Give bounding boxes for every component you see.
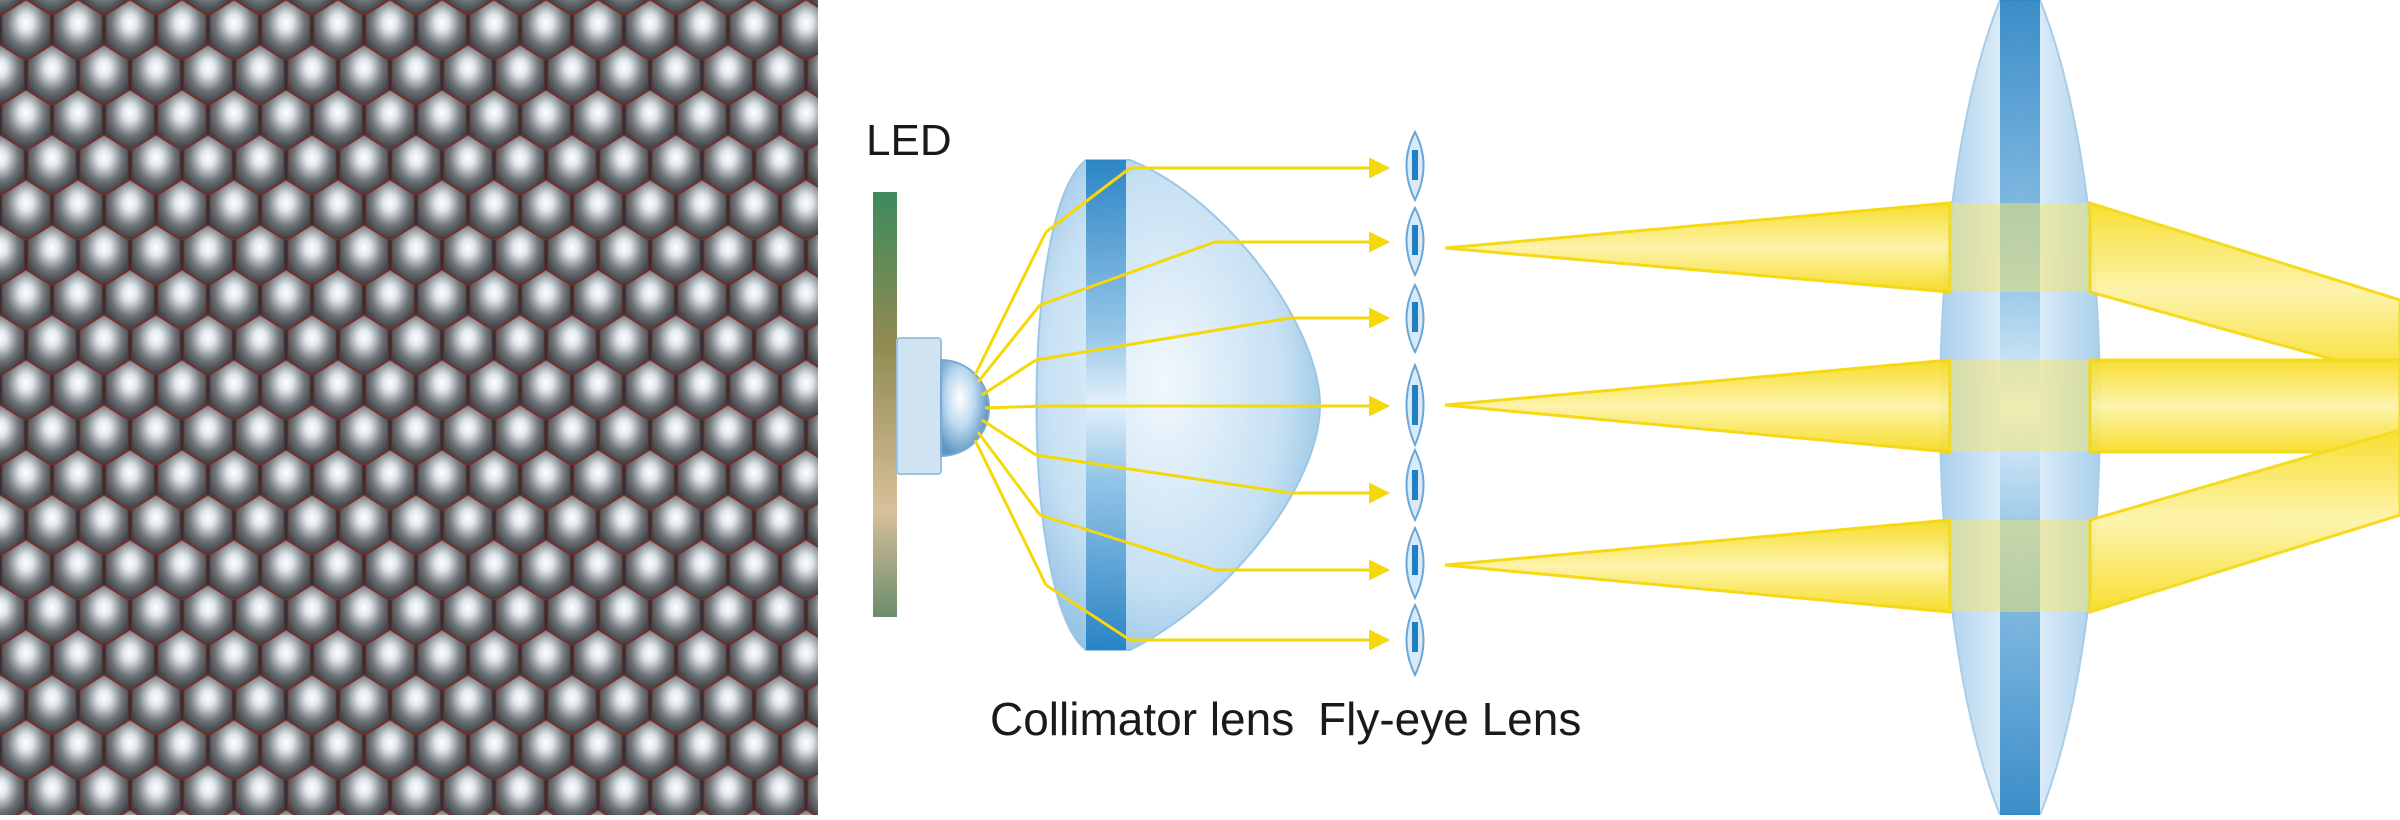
led-rays — [973, 231, 1048, 586]
condenser-lens — [1939, 0, 2101, 816]
collimator-lens-label: Collimator lens — [990, 693, 1295, 745]
hex-microlens-texture — [0, 0, 818, 815]
beams-in-condenser — [1950, 203, 2090, 612]
beams-after-condenser — [2088, 200, 2400, 615]
led-label: LED — [866, 116, 952, 165]
led-emitter-icon — [873, 192, 990, 617]
fly-eye-lens — [1405, 129, 1425, 678]
fly-eye-lens-label: Fly-eye Lens — [1318, 693, 1582, 745]
beams-to-condenser — [1444, 201, 1952, 614]
collimated-arrows — [1130, 157, 1391, 651]
collimator-internal-rays — [1035, 166, 1320, 642]
